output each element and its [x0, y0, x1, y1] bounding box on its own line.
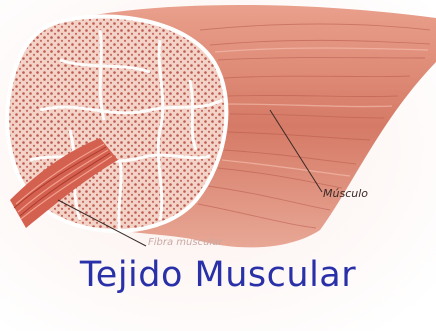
fiber-label: Fibra muscular: [148, 237, 222, 248]
page-title: Tejido Muscular: [0, 255, 436, 295]
muscle-label: Músculo: [323, 187, 368, 200]
